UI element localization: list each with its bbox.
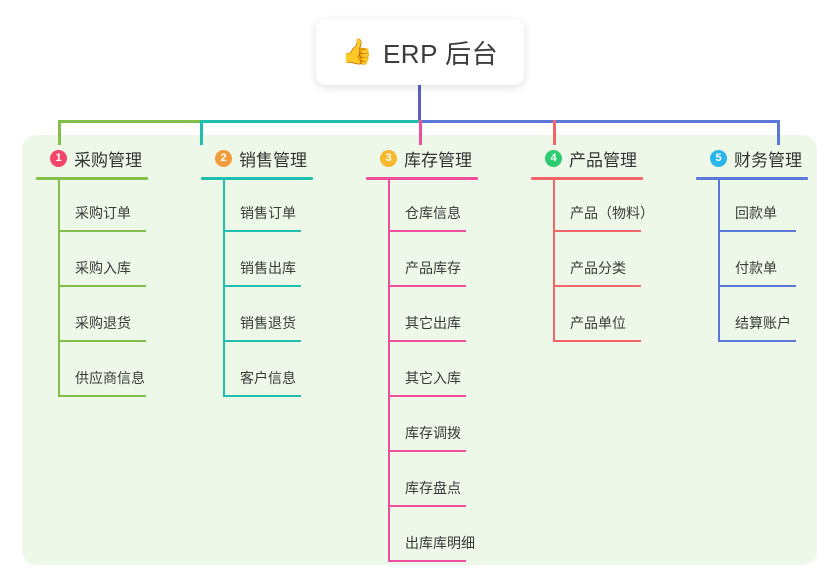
branch-trunk-5 (718, 177, 720, 342)
branch-header-3[interactable]: 3 库存管理 (366, 146, 516, 170)
drop-2 (200, 120, 203, 145)
leaf-item-rule (388, 560, 466, 562)
leaf-item-rule (223, 230, 301, 232)
branch-title-5: 财务管理 (734, 150, 802, 170)
leaf-item-label: 付款单 (735, 260, 777, 276)
root-title: ERP 后台 (382, 38, 499, 69)
leaf-item-label: 采购订单 (75, 205, 131, 221)
branch-trunk-2 (223, 177, 225, 397)
leaf-item-rule (388, 395, 466, 397)
branch-rule-5 (696, 177, 808, 180)
branch-column-2: 2 销售管理销售订单销售出库销售退货客户信息 (201, 146, 351, 397)
branch-title-1: 采购管理 (74, 150, 142, 170)
leaf-item-rule (223, 395, 301, 397)
branch-rule-1 (36, 177, 148, 180)
branch-title-4: 产品管理 (569, 150, 637, 170)
leaf-item-rule (718, 285, 796, 287)
leaf-item-label: 销售订单 (240, 205, 296, 221)
leaf-item-label: 产品库存 (405, 260, 461, 276)
leaf-item-rule (223, 285, 301, 287)
branch-header-2[interactable]: 2 销售管理 (201, 146, 351, 170)
branch-column-5: 5 财务管理回款单付款单结算账户 (696, 146, 839, 342)
branch-badge-1: 1 (50, 149, 67, 167)
branch-trunk-4 (553, 177, 555, 342)
drop-1 (58, 120, 61, 145)
leaf-item-label: 产品单位 (570, 315, 626, 331)
branches-panel (22, 135, 817, 565)
leaf-item-rule (58, 395, 146, 397)
thumbs-up-icon: 👍 (341, 37, 373, 66)
leaf-item-label: 产品分类 (570, 260, 626, 276)
branch-badge-2: 2 (215, 149, 232, 167)
branch-title-2: 销售管理 (239, 150, 307, 170)
leaf-item-label: 回款单 (735, 205, 777, 221)
branch-rule-2 (201, 177, 313, 180)
branch-rule-4 (531, 177, 643, 180)
leaf-item-label: 供应商信息 (75, 370, 145, 386)
leaf-item-rule (388, 450, 466, 452)
bus-green (58, 120, 200, 123)
leaf-item-rule (388, 230, 466, 232)
bus-blue (419, 120, 779, 123)
root-node[interactable]: 👍 ERP 后台 (316, 19, 524, 85)
leaf-item-label: 产品（物料） (570, 205, 654, 221)
branch-header-5[interactable]: 5 财务管理 (696, 146, 839, 170)
leaf-item-rule (553, 285, 641, 287)
leaf-item-label: 客户信息 (240, 370, 296, 386)
leaf-item-rule (58, 340, 146, 342)
branch-trunk-1 (58, 177, 60, 397)
branch-badge-4: 4 (545, 149, 562, 167)
branch-column-1: 1 采购管理采购订单采购入库采购退货供应商信息 (36, 146, 186, 397)
leaf-item-label: 采购退货 (75, 315, 131, 331)
branch-title-3: 库存管理 (404, 150, 472, 170)
branch-header-4[interactable]: 4 产品管理 (531, 146, 681, 170)
leaf-item-rule (58, 285, 146, 287)
leaf-item-label: 销售出库 (240, 260, 296, 276)
leaf-item-rule (388, 285, 466, 287)
branch-header-1[interactable]: 1 采购管理 (36, 146, 186, 170)
leaf-item-label: 库存调拨 (405, 425, 461, 441)
branch-column-3: 3 库存管理仓库信息产品库存其它出库其它入库库存调拨库存盘点出库库明细 (366, 146, 516, 562)
leaf-item-label: 出库库明细 (405, 535, 475, 551)
leaf-item-rule (718, 340, 796, 342)
leaf-item-label: 库存盘点 (405, 480, 461, 496)
leaf-item-label: 结算账户 (735, 315, 791, 331)
drop-4 (553, 120, 556, 145)
leaf-item-rule (553, 230, 641, 232)
bus-teal (200, 120, 419, 123)
branch-trunk-3 (388, 177, 390, 562)
leaf-item-rule (718, 230, 796, 232)
branch-badge-5: 5 (710, 149, 727, 167)
leaf-item-rule (58, 230, 146, 232)
branch-column-4: 4 产品管理产品（物料） 产品分类产品单位 (531, 146, 681, 342)
leaf-item-label: 销售退货 (240, 315, 296, 331)
drop-5 (777, 120, 780, 145)
branch-rule-3 (366, 177, 478, 180)
leaf-item-label: 仓库信息 (405, 205, 461, 221)
branch-badge-3: 3 (380, 149, 397, 167)
root-stem (418, 83, 421, 123)
leaf-item-rule (223, 340, 301, 342)
leaf-item-label: 其它出库 (405, 315, 461, 331)
leaf-item-rule (388, 505, 466, 507)
leaf-item-label: 其它入库 (405, 370, 461, 386)
leaf-item-rule (388, 340, 466, 342)
leaf-item-rule (553, 340, 641, 342)
leaf-item-label: 采购入库 (75, 260, 131, 276)
drop-3 (419, 120, 422, 145)
